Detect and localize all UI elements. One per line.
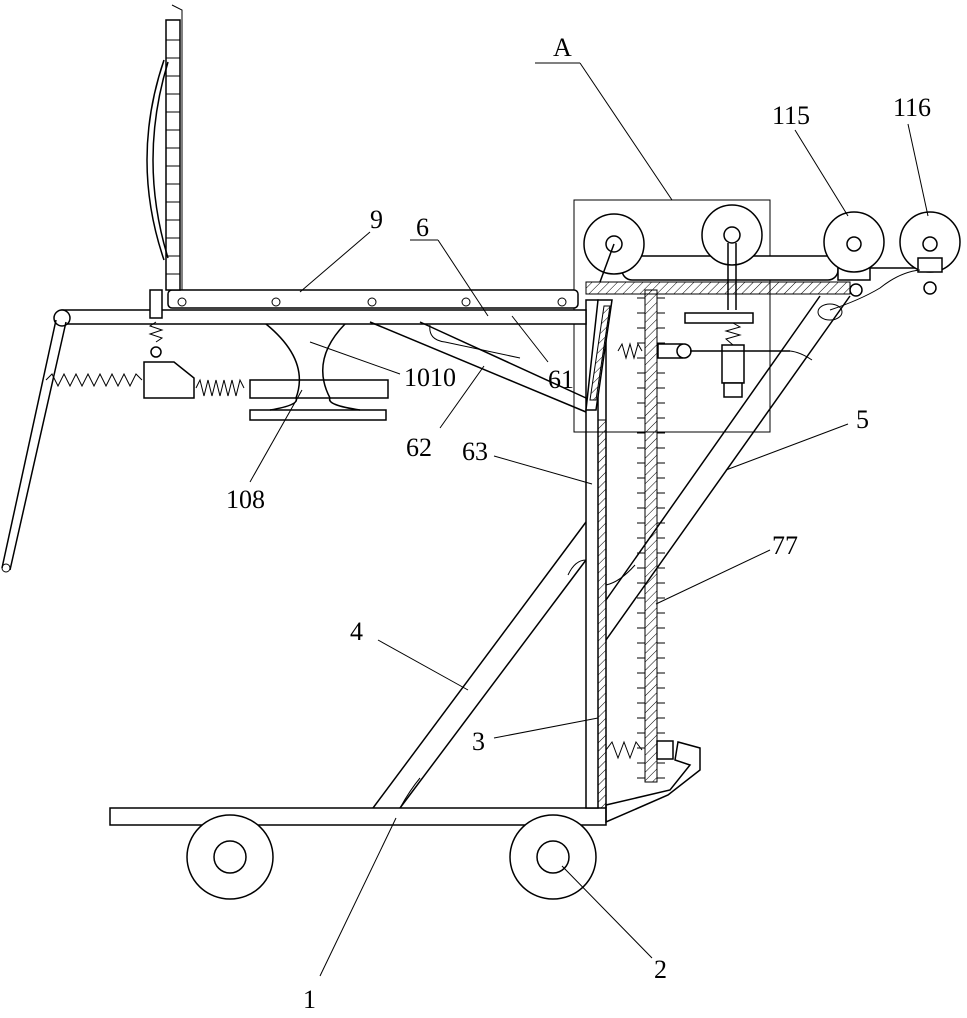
label-1010: 1010 (404, 363, 456, 392)
label-116: 116 (893, 93, 931, 122)
label-6: 6 (416, 213, 429, 242)
label-61: 61 (548, 365, 574, 394)
label-63: 63 (462, 437, 488, 466)
label-5: 5 (856, 405, 869, 434)
label-77: 77 (772, 531, 798, 560)
label-2: 2 (654, 955, 667, 984)
backrest (147, 5, 182, 290)
left-wheel (187, 815, 273, 899)
bottom-spring (606, 741, 673, 759)
label-62: 62 (406, 433, 432, 462)
right-wheel (510, 815, 596, 899)
label-9: 9 (370, 205, 383, 234)
label-1: 1 (303, 985, 316, 1014)
label-4: 4 (350, 617, 363, 646)
label-108: 108 (226, 485, 265, 514)
pulley-116 (900, 212, 960, 294)
label-3: 3 (472, 727, 485, 756)
strut-4 (373, 522, 586, 808)
label-115: 115 (772, 101, 810, 130)
seat-arm-6 (62, 290, 586, 324)
base-frame (110, 742, 700, 825)
label-A: A (553, 33, 572, 62)
top-platform (586, 256, 942, 294)
left-pole (2, 310, 70, 572)
